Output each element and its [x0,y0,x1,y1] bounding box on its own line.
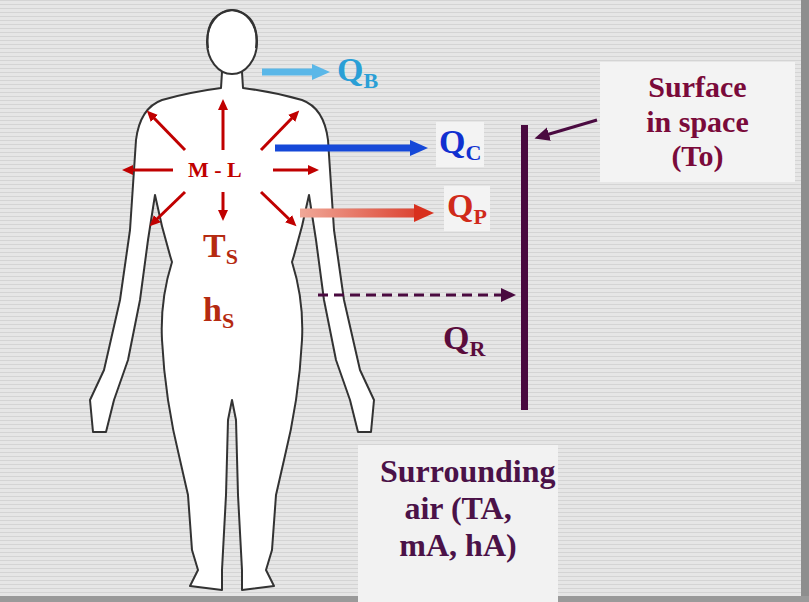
temperature-box: TS [195,226,246,271]
leader-line [546,120,597,135]
radiation-arrow [318,294,504,297]
heat-arrow [262,69,316,76]
metabolic-arrows [131,108,310,220]
metabolic-arrow [222,192,225,212]
flow-label: QP [444,186,490,231]
flow-label: QC [436,122,484,167]
node-text: TS [203,226,238,271]
node-text: M - L [188,157,242,183]
heat-arrow [275,145,414,152]
flow-label: QB [334,50,381,95]
metabolic-arrow [273,169,310,172]
flow-label: QR [440,318,488,363]
heat-arrow [300,209,418,218]
head-outline [207,10,257,74]
surface-bar [521,125,528,410]
metabolic-arrow [131,169,173,172]
enthalpy-box: hS [195,290,242,335]
metabolic-arrow [261,192,290,220]
node-text: Surface in space (To) [640,70,755,174]
human-figure [90,10,374,590]
node-text: hS [203,290,234,335]
hair-outline [208,10,257,48]
metabolic-arrow [153,117,185,150]
metabolic-arrow [156,192,185,220]
metabolism-box: M - L [178,155,252,185]
edge-strip [801,0,809,602]
air-box: Surrounding air (TA, mA, hA) [358,445,558,602]
metabolic-arrow [222,108,225,150]
metabolic-arrow [261,117,293,150]
surface-box: Surface in space (To) [600,62,795,182]
node-text: Surrounding air (TA, mA, hA) [380,453,536,563]
